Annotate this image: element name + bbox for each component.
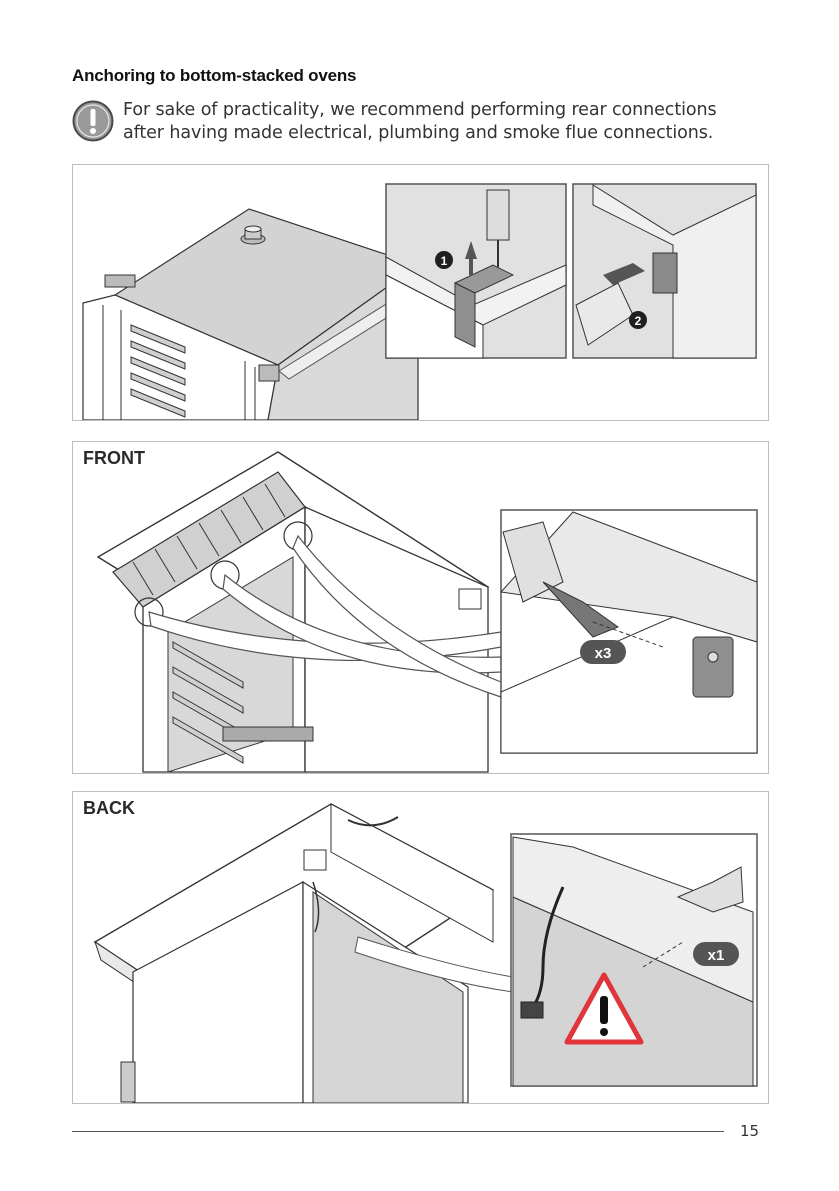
panel-back: BACK x1 [72, 791, 769, 1104]
step-1-marker: 1 [441, 254, 448, 268]
footer-divider [72, 1131, 724, 1132]
screw-count-badge: x3 [595, 645, 612, 662]
panel-back-label: BACK [83, 798, 135, 819]
panel-front-label: FRONT [83, 448, 145, 469]
notice-line: after having made electrical, plumbing a… [123, 122, 783, 145]
section-title: Anchoring to bottom-stacked ovens [72, 66, 356, 86]
back-illustration: x1 [73, 792, 768, 1103]
panel-front: FRONT [72, 441, 769, 774]
step-2-marker: 2 [635, 314, 642, 328]
notice-text: For sake of practicality, we recommend p… [123, 99, 783, 145]
front-illustration: x3 [73, 442, 768, 773]
page-number: 15 [740, 1122, 759, 1140]
oven-top-illustration: 1 2 [73, 165, 768, 420]
exclamation-circle-icon [72, 100, 114, 142]
screw-count-badge: x1 [708, 947, 725, 964]
panel-top-anchoring: 1 2 [72, 164, 769, 421]
notice-line: For sake of practicality, we recommend p… [123, 99, 783, 122]
